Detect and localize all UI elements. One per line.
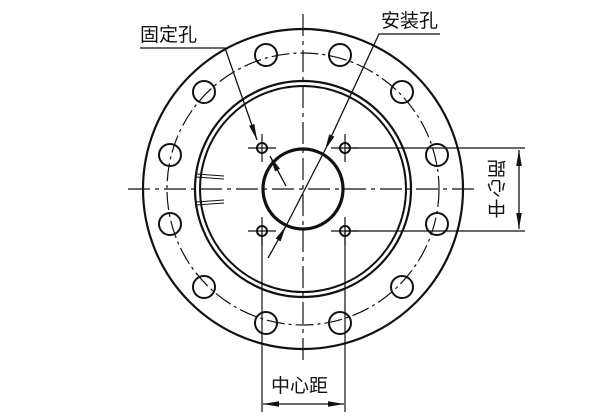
center-distance-vertical-label: 中心距 bbox=[487, 158, 509, 218]
bolt-holes bbox=[158, 43, 449, 335]
fixing-hole-label: 固定孔 bbox=[140, 24, 198, 46]
mounting-hole-label: 安装孔 bbox=[381, 10, 439, 32]
center-distance-horizontal-label: 中心距 bbox=[271, 375, 329, 397]
fixing-hole-leader bbox=[140, 47, 258, 141]
mounting-hole-leader bbox=[324, 33, 440, 151]
